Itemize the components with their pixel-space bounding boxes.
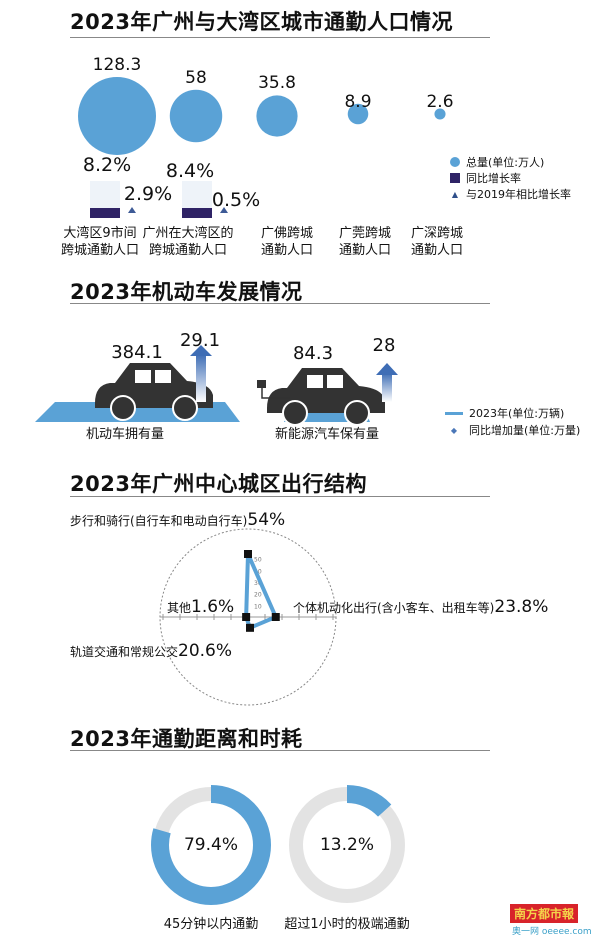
legend-label: 2023年(单位:万辆) — [469, 407, 565, 420]
radar-point-2 — [246, 623, 254, 632]
bubble-value-3: 8.9 — [344, 92, 372, 112]
ev-car-icon — [267, 368, 385, 426]
radar-label-transit: 轨道交通和常规公交20.6% — [70, 641, 232, 661]
legend-label: 同比增加量(单位:万量) — [469, 424, 581, 437]
section-title-commute-population: 2023年广州与大湾区城市通勤人口情况 — [70, 10, 453, 34]
charging-cable — [261, 387, 290, 399]
legend-yoy: 同比增长率 — [450, 170, 521, 186]
yoy-label-0: 8.2% — [82, 154, 132, 176]
radar-point-1 — [271, 613, 280, 621]
category-label-3-0: 广莞跨城 — [338, 226, 391, 241]
vehicle-label: 机动车拥有量 — [85, 427, 164, 442]
increase-arrow-head-1 — [376, 363, 398, 375]
legend-label: 与2019年相比增长率 — [466, 188, 571, 201]
axis-name: 轨道交通和常规公交 — [70, 645, 179, 659]
bubble-1 — [169, 89, 223, 143]
bubble-value-2: 35.8 — [258, 73, 296, 94]
radar-label-walk: 步行和骑行(自行车和电动自行车)54% — [70, 510, 285, 530]
category-label-2-1: 通勤人口 — [260, 243, 313, 258]
category-label-1-1: 跨城通勤人口 — [148, 243, 227, 258]
logo-sub: 奥一网 oeeee.com — [512, 927, 592, 937]
increase-arrow-shaft-1 — [382, 373, 392, 402]
yoy-bar-0 — [90, 208, 120, 218]
axis-value: 20.6% — [178, 641, 233, 661]
plug-icon — [257, 380, 266, 388]
section-title-travel-structure: 2023年广州中心城区出行结构 — [70, 472, 367, 496]
donut-label-0: 45分钟以内通勤 — [163, 917, 259, 932]
radar-point-3 — [242, 613, 251, 621]
category-label-3-1: 通勤人口 — [338, 243, 391, 258]
arrow-icon: ◆ — [450, 425, 458, 435]
donut-value-0: 79.4% — [183, 835, 238, 855]
radar-label-other: 其他1.6% — [167, 597, 234, 617]
divider — [70, 37, 490, 38]
category-label-4-1: 通勤人口 — [410, 243, 463, 258]
axis-name: 个体机动化出行(含小客车、出租车等) — [293, 601, 495, 615]
car-icon — [95, 363, 213, 421]
axis-name: 其他 — [167, 601, 192, 615]
section-title-vehicles: 2023年机动车发展情况 — [70, 280, 303, 304]
bar-background-0 — [90, 181, 120, 209]
bubble-4 — [434, 108, 446, 120]
legend-2023: 2023年(单位:万辆) — [445, 405, 564, 421]
nev-label: 新能源汽车保有量 — [274, 427, 379, 442]
divider — [70, 750, 490, 751]
legend-increase: ◆ 同比增加量(单位:万量) — [445, 422, 580, 438]
yoy-bar-1 — [182, 208, 212, 218]
legend-label: 总量(单位:万人) — [466, 156, 545, 169]
legend-label: 同比增长率 — [466, 172, 521, 185]
category-label-0-1: 跨城通勤人口 — [60, 243, 139, 258]
axis-value: 1.6% — [191, 597, 235, 617]
radar-tick-label: 30 — [254, 580, 262, 587]
axis-value: 54% — [247, 510, 286, 530]
bubble-3 — [347, 103, 369, 125]
donut-value-1: 13.2% — [319, 835, 374, 855]
category-label-0-0: 大湾区9市间 — [63, 226, 137, 241]
divider — [70, 303, 490, 304]
radar-tick-label: 20 — [254, 592, 262, 599]
line-icon — [445, 411, 463, 415]
vs2019-label-1: 0.5% — [211, 189, 261, 211]
donut-arc-1 — [287, 785, 407, 905]
vs2019-triangle-0 — [128, 207, 136, 213]
radar-tick-label: 50 — [254, 557, 262, 564]
radar-label-car: 个体机动化出行(含小客车、出租车等)23.8% — [293, 597, 548, 617]
bubble-value-0: 128.3 — [92, 55, 142, 75]
bubble-value-4: 2.6 — [426, 92, 454, 112]
nev-total-value: 84.3 — [292, 343, 334, 364]
vs2019-triangle-1 — [220, 207, 228, 213]
nev-increase-value: 28 — [372, 335, 396, 356]
triangle-icon: ▲ — [451, 189, 459, 199]
yoy-label-1: 8.4% — [165, 160, 215, 182]
legend-vs2019: ▲ 与2019年相比增长率 — [450, 186, 571, 202]
bubble-0 — [78, 77, 156, 155]
vehicle-increase-value: 29.1 — [179, 330, 221, 351]
increase-arrow-shaft-0 — [196, 354, 206, 402]
circle-icon — [450, 157, 460, 167]
vehicle-total-value: 384.1 — [111, 342, 163, 363]
legend-total: 总量(单位:万人) — [450, 154, 544, 170]
axis-name: 步行和骑行(自行车和电动自行车) — [70, 514, 248, 528]
radar-tick-label: 10 — [254, 603, 262, 610]
axis-value: 23.8% — [494, 597, 549, 617]
divider — [70, 496, 490, 497]
bubble-2 — [256, 95, 298, 137]
logo: 南方都市報 — [510, 904, 579, 923]
donut-arc-0 — [151, 785, 271, 905]
category-label-1-0: 广州在大湾区的 — [142, 226, 234, 241]
bubble-value-1: 58 — [185, 67, 207, 88]
vs2019-label-0: 2.9% — [123, 183, 173, 205]
square-icon — [450, 173, 460, 183]
bar-background-1 — [182, 181, 212, 209]
donut-label-1: 超过1小时的极端通勤 — [284, 917, 410, 932]
category-label-4-0: 广深跨城 — [410, 226, 463, 241]
section-title-commute-distance: 2023年通勤距离和时耗 — [70, 727, 303, 751]
increase-arrow-head-0 — [190, 345, 212, 356]
category-label-2-0: 广佛跨城 — [260, 226, 313, 241]
radar-point-0 — [244, 550, 252, 558]
